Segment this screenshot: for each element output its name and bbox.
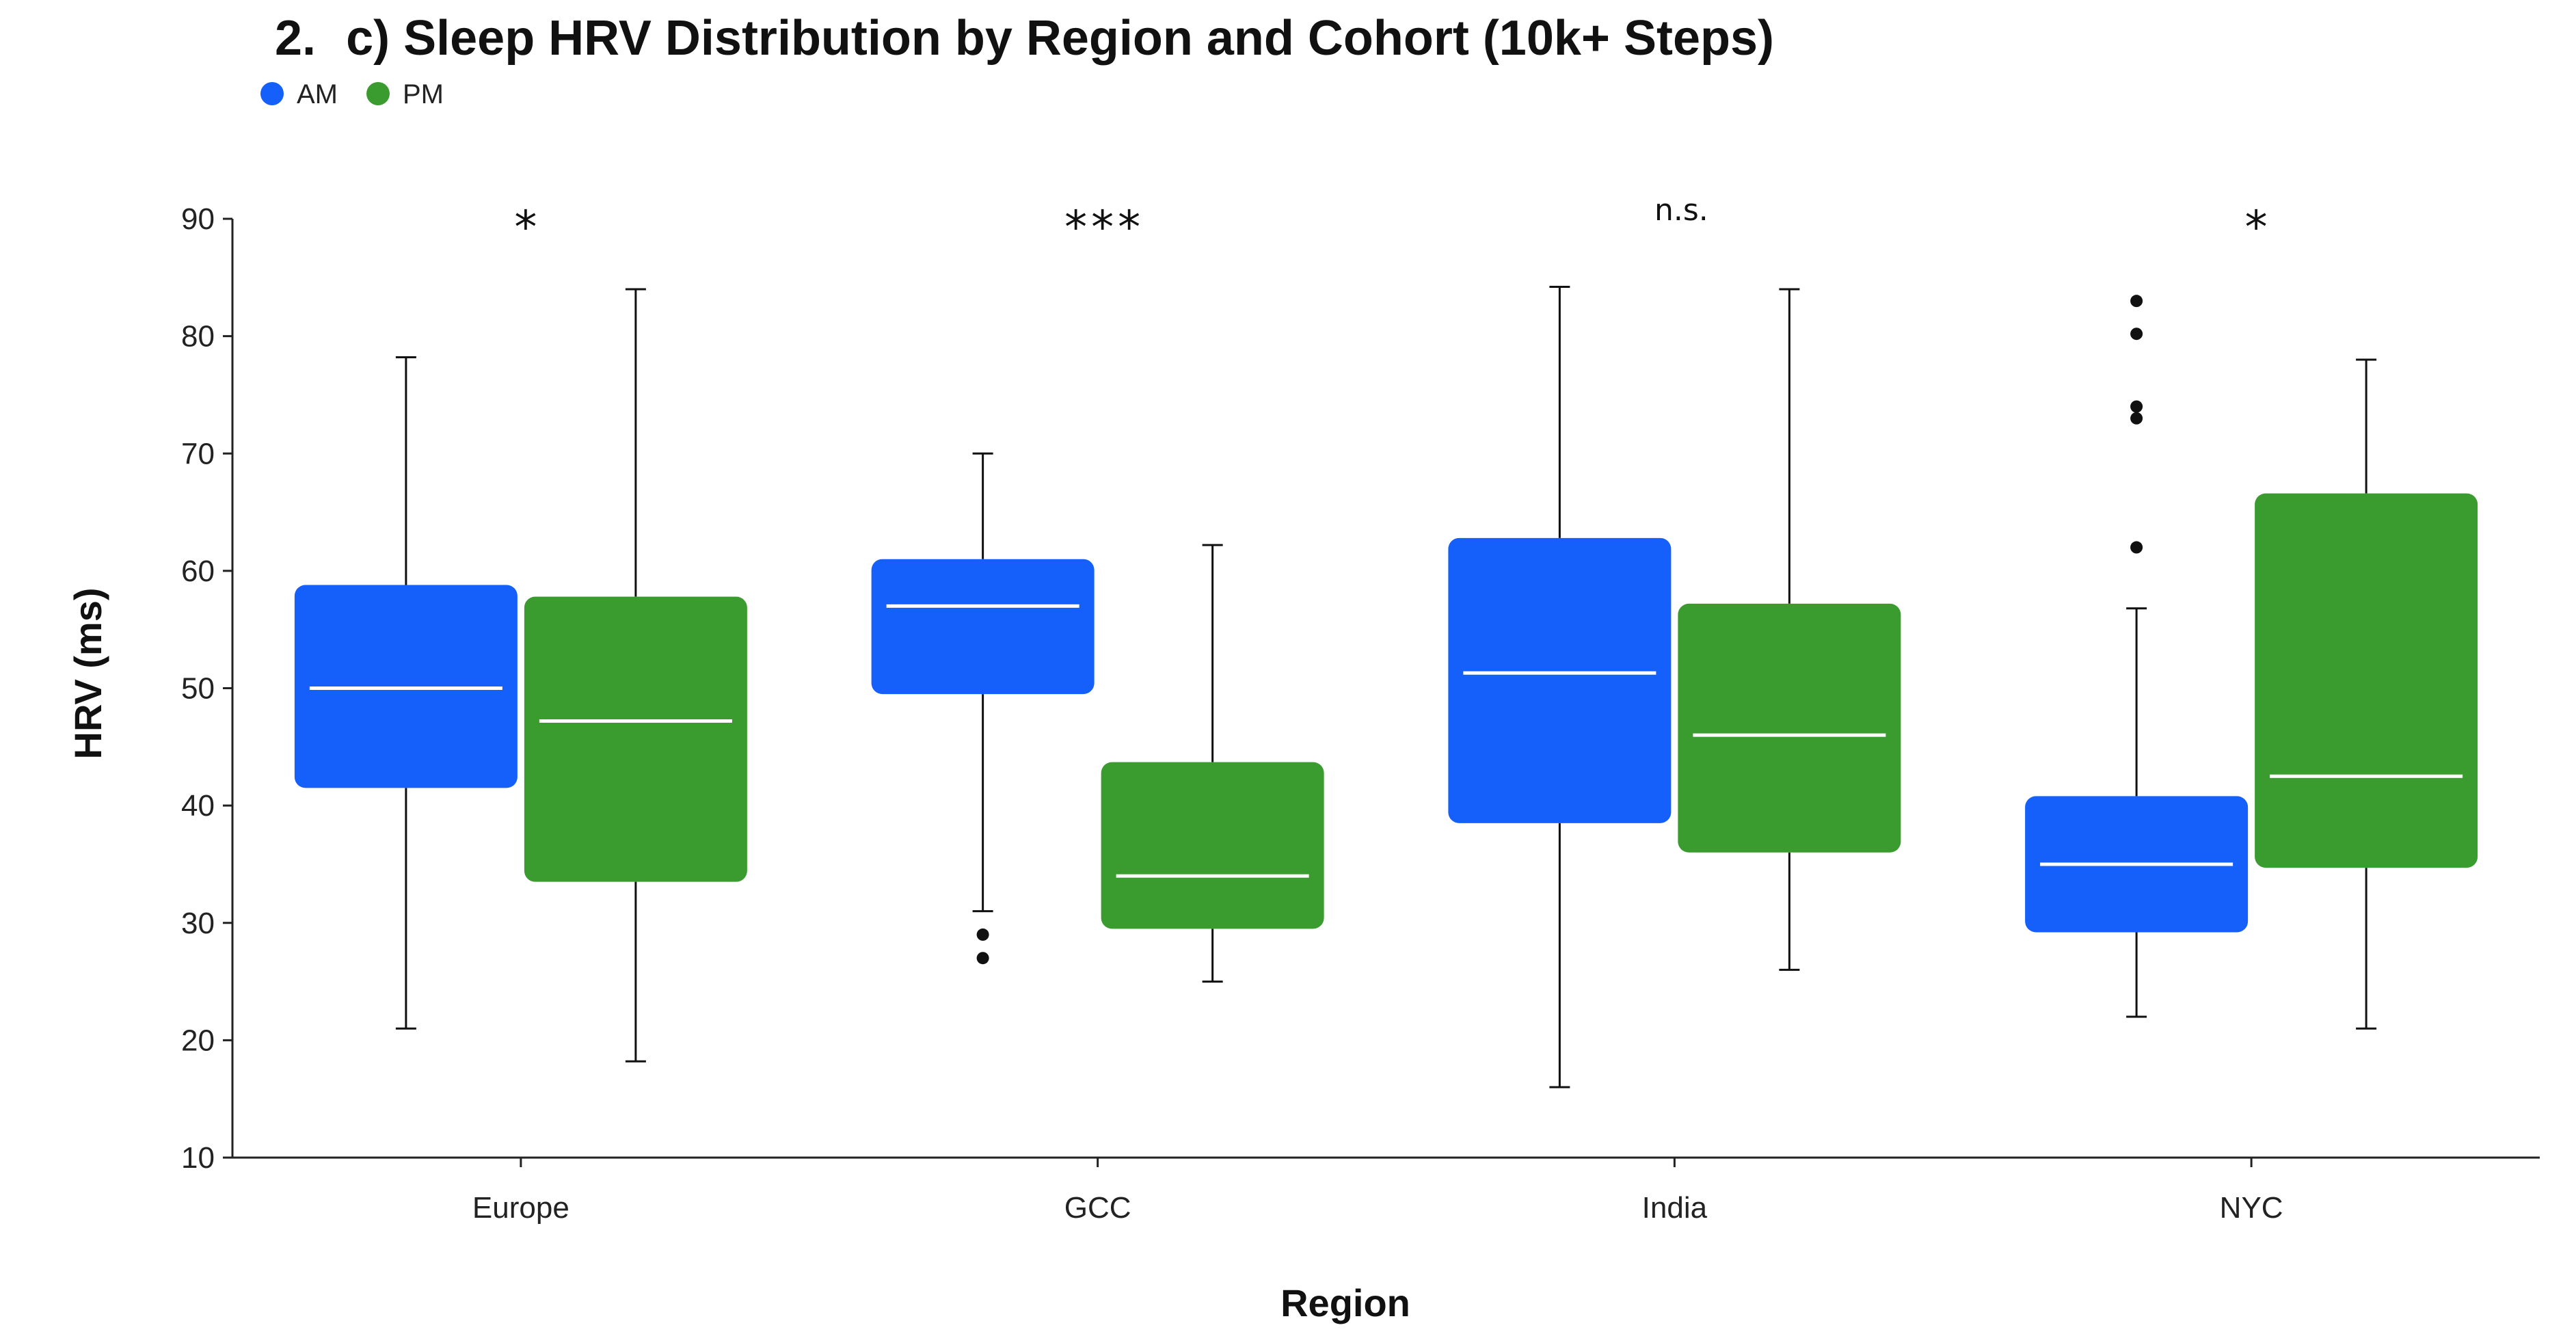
y-tick-label-40: 40 <box>181 789 215 823</box>
boxes <box>294 286 2478 1089</box>
x-tick-label-nyc: NYC <box>2220 1191 2283 1225</box>
box-gcc-am <box>871 452 1095 965</box>
x-tick-label-india: India <box>1642 1191 1708 1225</box>
box-body <box>2255 493 2478 868</box>
box-body <box>294 585 518 788</box>
x-tick-label-europe: Europe <box>472 1191 569 1225</box>
legend: AM PM <box>260 79 444 109</box>
legend-label-am: AM <box>297 79 338 109</box>
box-nyc-am <box>2025 295 2249 1018</box>
chart-title: 2. c) Sleep HRV Distribution by Region a… <box>275 11 1774 66</box>
legend-label-pm: PM <box>403 79 444 109</box>
y-tick-label-30: 30 <box>181 907 215 940</box>
y-tick-label-60: 60 <box>181 555 215 588</box>
chart-title-main: c) Sleep HRV Distribution by Region and … <box>346 11 1774 66</box>
x-tick-label-gcc: GCC <box>1064 1191 1131 1225</box>
box-body <box>1101 762 1324 929</box>
legend-marker-am <box>260 82 284 105</box>
box-nyc-pm <box>2255 358 2478 1030</box>
y-tick-label-90: 90 <box>181 202 215 236</box>
outlier-point <box>2130 328 2143 341</box>
box-europe-am <box>294 356 518 1030</box>
significance-label-europe: * <box>514 201 541 254</box>
chart-title-number: 2. <box>275 11 316 66</box>
box-body <box>1678 603 1901 853</box>
outlier-point <box>976 928 989 941</box>
box-body <box>524 596 747 882</box>
significance-label-nyc: * <box>2245 201 2272 254</box>
y-axis-label: HRV (ms) <box>66 587 109 759</box>
outlier-point <box>2130 400 2143 413</box>
box-gcc-pm <box>1101 544 1324 983</box>
box-body <box>1448 537 1672 823</box>
outlier-point <box>2130 295 2143 308</box>
y-tick-label-20: 20 <box>181 1024 215 1057</box>
x-axis-label: Region <box>1280 1281 1410 1324</box>
box-europe-pm <box>524 288 747 1063</box>
significance-label-india: n.s. <box>1654 193 1708 228</box>
y-tick-label-50: 50 <box>181 672 215 706</box>
outlier-point <box>2130 412 2143 425</box>
box-india-am <box>1448 286 1672 1089</box>
box-body <box>871 559 1095 695</box>
legend-marker-pm <box>366 82 390 105</box>
significance-label-gcc: *** <box>1064 201 1144 254</box>
outlier-point <box>976 952 989 965</box>
box-india-pm <box>1678 288 1901 971</box>
significance-markers: ****n.s.* <box>514 193 2272 254</box>
y-tick-label-80: 80 <box>181 320 215 353</box>
outlier-point <box>2130 541 2143 554</box>
y-tick-label-10: 10 <box>181 1141 215 1175</box>
y-tick-label-70: 70 <box>181 437 215 470</box>
